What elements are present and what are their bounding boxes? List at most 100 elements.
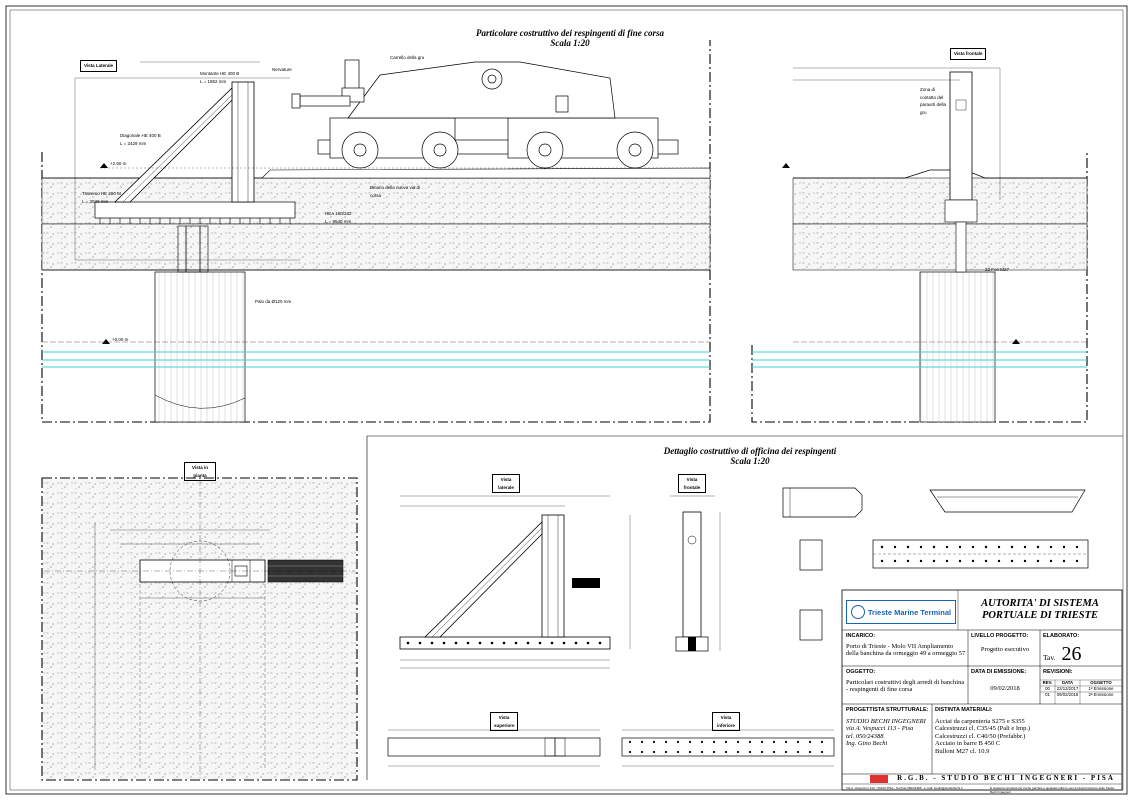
label-hea-text: HEA 160/232 (325, 211, 352, 216)
label-diagonale-text: Diagonale HE 400 B (120, 133, 161, 138)
outer-frame (5, 5, 1128, 795)
authority-name: AUTORITA' DI SISTEMA PORTUALE DI TRIESTE (960, 598, 1120, 622)
detail-bottom-view (621, 729, 835, 767)
incarico-label: INCARICO: (846, 633, 876, 639)
incarico: INCARICO: Porto di Trieste - Molo VII Am… (846, 633, 966, 658)
bottom-scale-text: Scala 1:20 (730, 456, 770, 466)
rev-header-rev: REV. (1042, 680, 1053, 685)
detail-side-view (399, 495, 631, 669)
detail-parts (782, 487, 1089, 641)
rev-row: 00 22/12/2017 1ª Emissione (1040, 686, 1122, 692)
rev-cell: 22/12/2017 (1056, 686, 1079, 691)
label-carrello: Carrello della gru (390, 55, 425, 60)
label-diagonale: Diagonale HE 400 B L = 2429 mm (120, 132, 161, 147)
label-montante-len: L = 1852 mm (200, 78, 227, 84)
data-text: 09/02/2018 (990, 684, 1020, 692)
data-label: DATA DI EMISSIONE: (971, 669, 1027, 675)
client-logo: Trieste Marine Terminal (846, 600, 956, 624)
oggetto-label: OGGETTO: (846, 669, 876, 675)
label-nervature: Nervature (272, 67, 292, 72)
rev-cell: 09/02/2018 (1056, 692, 1079, 697)
label-traverso: Traverso HE 260 M L = 3040 mm (82, 190, 121, 205)
label-palo: Palo da Ø120 mm (255, 299, 292, 304)
progettista-line: tel. 050/24388 (846, 732, 884, 740)
label-binario: Binario della nuova via di corsa (370, 185, 421, 198)
tav-number: 26 (1061, 642, 1082, 665)
distinta: DISTINTA MATERIALI: Acciai da carpenteri… (935, 707, 1121, 755)
tag-plan-view: Vista in pianta (184, 462, 216, 481)
top-scale-text: Scala 1:20 (550, 38, 590, 48)
logo-circle-icon (850, 605, 865, 619)
rev-cell: 1ª Emissione (1088, 686, 1114, 691)
authority-line2: PORTUALE DI TRIESTE (981, 610, 1099, 621)
bottom-title-text: Dettaglio costruttivo di officina dei re… (663, 446, 837, 456)
rev-row: 01 09/02/2018 2ª Emissione (1040, 692, 1122, 698)
label-elev-water: +0.00 m (112, 337, 129, 342)
client-logo-text: Trieste Marine Terminal (867, 607, 952, 617)
revisioni-label: REVISIONI: (1043, 669, 1073, 675)
oggetto-text: Particolari costruttivi degli arredi di … (846, 678, 965, 694)
revisioni: REVISIONI: (1043, 669, 1121, 677)
distinta-label: DISTINTA MATERIALI: (935, 707, 993, 713)
label-hea: HEA 160/232 L = 9540 mm (325, 210, 352, 225)
elaborato-label: ELABORATO: (1043, 633, 1080, 639)
label-traverso-text: Traverso HE 260 M (82, 191, 121, 196)
elaborato: ELABORATO: Tav. 26 (1043, 633, 1121, 665)
progettista-line: via A. Vespucci 113 - Pisa (846, 725, 914, 732)
side-view (41, 59, 711, 423)
label-traverso-len: L = 3040 mm (82, 198, 109, 204)
copyright-note: È vietata la riproduzione anche parziale… (990, 786, 1115, 794)
detail-bottom-holes (628, 740, 824, 754)
inner-frame (9, 9, 1124, 791)
black-plate (572, 578, 600, 588)
livello-label: LIVELLO PROGETTO: (971, 633, 1029, 639)
distinta-line: Acciaio in barre B 450 C (935, 740, 1001, 747)
progettista: PROGETTISTA STRUTTURALE: STUDIO BECHI IN… (846, 707, 930, 748)
data-emissione: DATA DI EMISSIONE: 09/02/2018 (971, 669, 1039, 692)
label-hea-len: L = 9540 mm (325, 218, 352, 224)
distinta-line: Acciai da carpenteria S275 e S355 (935, 717, 1025, 725)
progettista-line: STUDIO BECHI INGEGNERI (846, 717, 926, 725)
incarico-text: Porto di Trieste - Molo VII Ampliamento … (846, 642, 966, 658)
bottom-title: Dettaglio costruttivo di officina dei re… (600, 446, 900, 466)
rev-header-row: REV. DATA OGGETTO (1040, 680, 1122, 686)
tav-label: Tav. (1043, 652, 1056, 662)
tag-detail-front: Vista frontale (678, 474, 706, 493)
rev-cell: 2ª Emissione (1088, 692, 1114, 697)
label-zona-contatto: Zona di contatto del paraurti della gru (920, 87, 947, 115)
firm-address: Via A. Vespucci n.113 - 56125 PISA - Tel… (846, 786, 963, 790)
distinta-line: Calcestruzzi cl. C40/50 (Prefabbr.) (935, 732, 1026, 740)
label-montante: Montante HE 400 B L = 1852 mm (200, 70, 239, 85)
tag-side-view: Vista Laterale (80, 60, 118, 72)
revisions-table: REV. DATA OGGETTO 00 22/12/2017 1ª Emiss… (1040, 680, 1122, 698)
top-title-text: Particolare costruttivo dei respingenti … (476, 28, 664, 38)
frame-detail (366, 435, 1123, 780)
rev-cell: 01 (1045, 692, 1050, 697)
rev-header-data: DATA (1061, 680, 1074, 685)
detail-top-view (387, 729, 601, 767)
detail-front-view (670, 495, 721, 652)
oggetto: OGGETTO: Particolari costruttivi degli a… (846, 669, 966, 694)
firm-strip: R.G.B. - STUDIO BECHI INGEGNERI - PISA (897, 774, 1115, 782)
label-elev-top: +2.60 m (110, 161, 127, 166)
tag-detail-side: Vista laterale (492, 474, 520, 493)
distinta-line: Bulloni M27 cl. 10.9 (935, 747, 990, 755)
livello-text: Progetto esecutivo (980, 645, 1030, 653)
label-montante-text: Montante HE 400 B (200, 71, 240, 76)
frame-plan-view (41, 477, 358, 781)
front-view (752, 67, 1088, 423)
tag-detail-bottom: Vista inferiore (712, 712, 740, 731)
authority-line1: AUTORITA' DI SISTEMA (981, 598, 1099, 609)
livello: LIVELLO PROGETTO: Progetto esecutivo (971, 633, 1039, 653)
label-diagonale-len: L = 2429 mm (120, 140, 147, 146)
label-tirafondi: 22 Fori M27 (985, 267, 1010, 272)
rev-cell: 00 (1045, 686, 1050, 691)
tag-front-view: Vista frontale (950, 48, 987, 60)
rev-header-oggetto: OGGETTO (1090, 680, 1112, 685)
frame-front-view (751, 152, 1088, 423)
top-title: Particolare costruttivo dei respingenti … (420, 28, 720, 48)
tag-detail-top: Vista superiore (490, 712, 518, 731)
plan-view (43, 479, 356, 779)
